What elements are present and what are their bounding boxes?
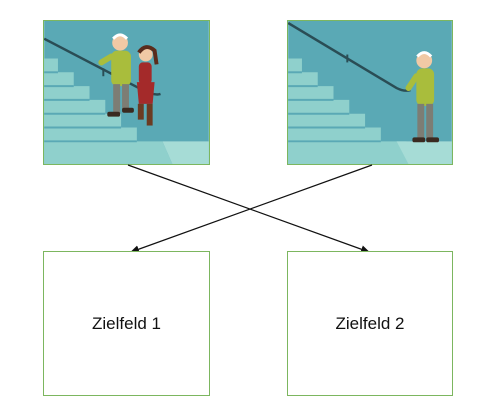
- target-field-1[interactable]: Zielfeld 1: [43, 251, 210, 396]
- target-field-2[interactable]: Zielfeld 2: [287, 251, 453, 396]
- target-field-1-label: Zielfeld 1: [92, 313, 161, 333]
- stairs-alone-illustration: [288, 21, 452, 164]
- image-card-right[interactable]: [287, 20, 453, 165]
- target-field-2-label: Zielfeld 2: [335, 313, 405, 333]
- arrow-left-to-field-2: [127, 164, 370, 254]
- image-card-left[interactable]: [43, 20, 210, 165]
- stairs-assisted-illustration: [44, 21, 209, 164]
- arrow-right-to-field-1: [130, 164, 373, 254]
